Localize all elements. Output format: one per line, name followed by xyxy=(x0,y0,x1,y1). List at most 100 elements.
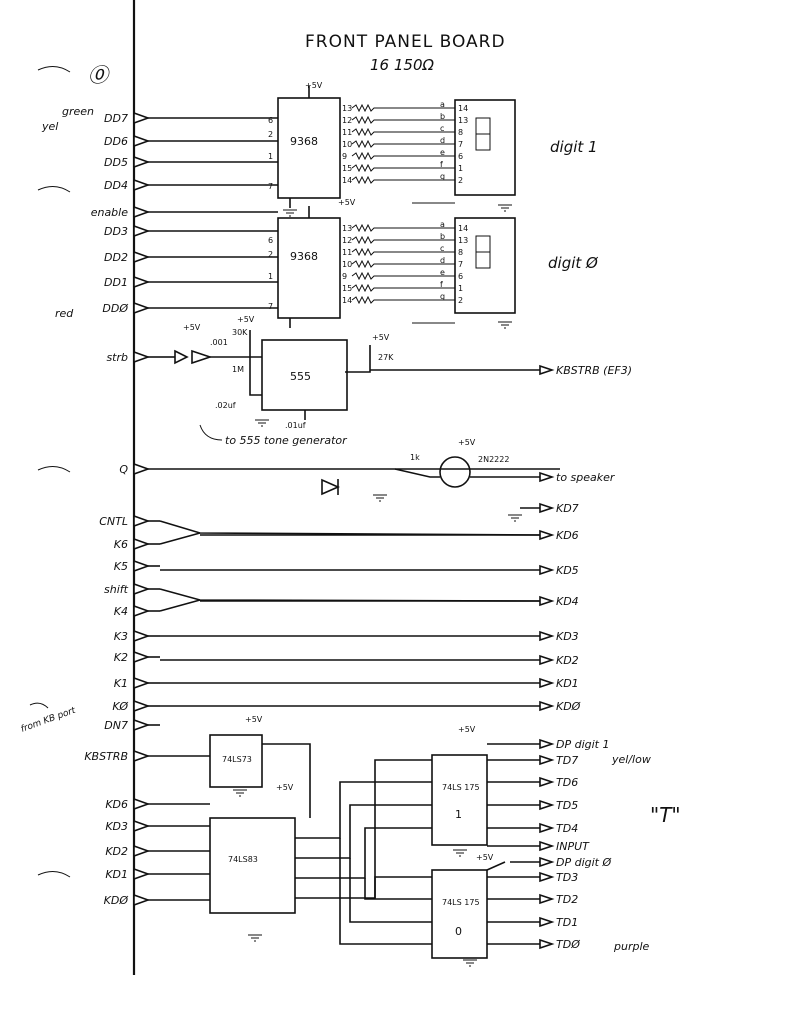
right-signal-16: DP digit Ø xyxy=(556,856,611,869)
input-arrow xyxy=(133,582,151,596)
adder-74ls83: 74LS83 +5V xyxy=(209,783,296,914)
speaker-driver: 2N2222 +5V 1k xyxy=(321,438,509,496)
dec-out-pin: 10 xyxy=(342,260,352,269)
dec-out-pin: 14 xyxy=(342,296,352,305)
right-signal-12: TD6 xyxy=(556,776,578,789)
display-pin: 13 xyxy=(458,236,468,245)
output-arrow xyxy=(539,595,555,607)
left-signal-10: Q xyxy=(119,463,128,476)
display-pin: 2 xyxy=(458,296,463,305)
right-signal-19: TD1 xyxy=(556,916,578,929)
dec-out-pin: 11 xyxy=(342,128,352,137)
reg-a-label: 74LS 175 xyxy=(442,783,480,792)
segment-letter: g xyxy=(440,172,445,181)
input-arrow xyxy=(133,797,151,811)
right-signal-15: INPUT xyxy=(556,840,590,853)
input-arrow xyxy=(133,537,151,551)
left-signal-1: DD6 xyxy=(104,135,128,148)
display-pin: 7 xyxy=(458,140,463,149)
display-pin: 14 xyxy=(458,104,468,113)
dec-in-pin: 1 xyxy=(268,152,273,161)
display-pin: 7 xyxy=(458,260,463,269)
output-arrow xyxy=(539,754,555,766)
left-signal-18: K1 xyxy=(114,677,128,690)
vcc-label-3: +5V xyxy=(372,333,390,342)
vcc-label-6: +5V xyxy=(458,438,476,447)
segment-letter: b xyxy=(440,232,445,241)
segment-letter: e xyxy=(440,148,445,157)
output-arrow xyxy=(539,677,555,689)
output-arrow xyxy=(539,871,555,883)
vcc-label-9: +5V xyxy=(458,725,476,734)
output-arrow xyxy=(539,364,555,376)
output-arrow xyxy=(539,700,555,712)
timer-label: 555 xyxy=(290,370,311,383)
segment-letter: c xyxy=(440,124,444,133)
right-signal-11: TD7 xyxy=(556,754,578,767)
display-pin: 13 xyxy=(458,116,468,125)
margin-note-yel: yel xyxy=(41,120,58,133)
dec-in-pin: 2 xyxy=(268,130,273,139)
display-pin: 8 xyxy=(458,128,463,137)
left-signal-6: DD2 xyxy=(104,251,128,264)
right-signal-1: to speaker xyxy=(556,471,616,484)
input-arrow xyxy=(133,514,151,528)
input-arrow xyxy=(133,155,151,169)
right-signal-18: TD2 xyxy=(556,893,578,906)
right-signal-6: KD3 xyxy=(556,630,579,643)
right-signal-labels: KBSTRB (EF3)to speakerKD7KD6KD5KD4KD3KD2… xyxy=(539,364,632,951)
left-signal-17: K2 xyxy=(114,651,128,664)
vcc-label-8: +5V xyxy=(276,783,294,792)
r27k-label: 27K xyxy=(378,353,394,362)
digit0-label: digit Ø xyxy=(548,254,599,272)
right-signal-8: KD1 xyxy=(556,677,579,690)
left-signal-24: KD2 xyxy=(105,845,128,858)
decoder-digit0: 9368 +5V xyxy=(277,198,356,319)
input-arrow xyxy=(133,819,151,833)
margin-note-red: red xyxy=(55,307,74,320)
note-T: "T" xyxy=(650,803,681,827)
output-arrow xyxy=(539,916,555,928)
dec-out-pin: 14 xyxy=(342,176,352,185)
left-signal-11: CNTL xyxy=(99,515,128,528)
output-arrow xyxy=(539,529,555,541)
left-signal-4: enable xyxy=(91,206,129,219)
decoder0-label: 9368 xyxy=(290,250,318,263)
vcc-label-4: +5V xyxy=(183,323,201,332)
reg-a-num: 1 xyxy=(455,808,462,821)
input-arrow xyxy=(133,604,151,618)
input-arrow xyxy=(133,699,151,713)
dec-out-pin: 12 xyxy=(342,236,352,245)
output-arrow xyxy=(539,502,555,514)
dec-in-pin: 2 xyxy=(268,250,273,259)
left-signal-3: DD4 xyxy=(104,179,128,192)
vcc-label-1: +5V xyxy=(305,81,323,90)
output-arrow xyxy=(539,822,555,834)
output-arrow xyxy=(539,738,555,750)
right-signal-3: KD6 xyxy=(556,529,579,542)
decoder-digit1: 9368 +5V 16 150Ω xyxy=(277,56,434,199)
output-arrow xyxy=(539,776,555,788)
segment-letter: g xyxy=(440,292,445,301)
input-arrow xyxy=(133,462,151,476)
display-digit1: digit 1 xyxy=(454,99,598,196)
left-signal-5: DD3 xyxy=(104,225,128,238)
margin-note-from-kb-port: from KB port xyxy=(20,706,78,735)
left-signal-2: DD5 xyxy=(104,156,128,169)
left-signal-15: K4 xyxy=(114,605,128,618)
left-signal-7: DD1 xyxy=(104,276,128,289)
left-signal-labels: DD7DD6DD5DD4enableDD3DD2DD1DDØstrbQCNTLK… xyxy=(84,111,151,907)
input-arrow xyxy=(133,224,151,238)
dec-out-pin: 9 xyxy=(342,152,347,161)
page-title: FRONT PANEL BOARD xyxy=(305,32,506,52)
right-signal-7: KD2 xyxy=(556,654,579,667)
dec-in-pin: 6 xyxy=(268,236,273,245)
output-arrow xyxy=(539,471,555,483)
display-digit0: digit Ø xyxy=(454,217,599,314)
vcc-label-5: +5V xyxy=(237,315,255,324)
segment-letter: b xyxy=(440,112,445,121)
reg-b-label: 74LS 175 xyxy=(442,898,480,907)
transistor-label: 2N2222 xyxy=(478,455,509,464)
output-arrow xyxy=(539,630,555,642)
